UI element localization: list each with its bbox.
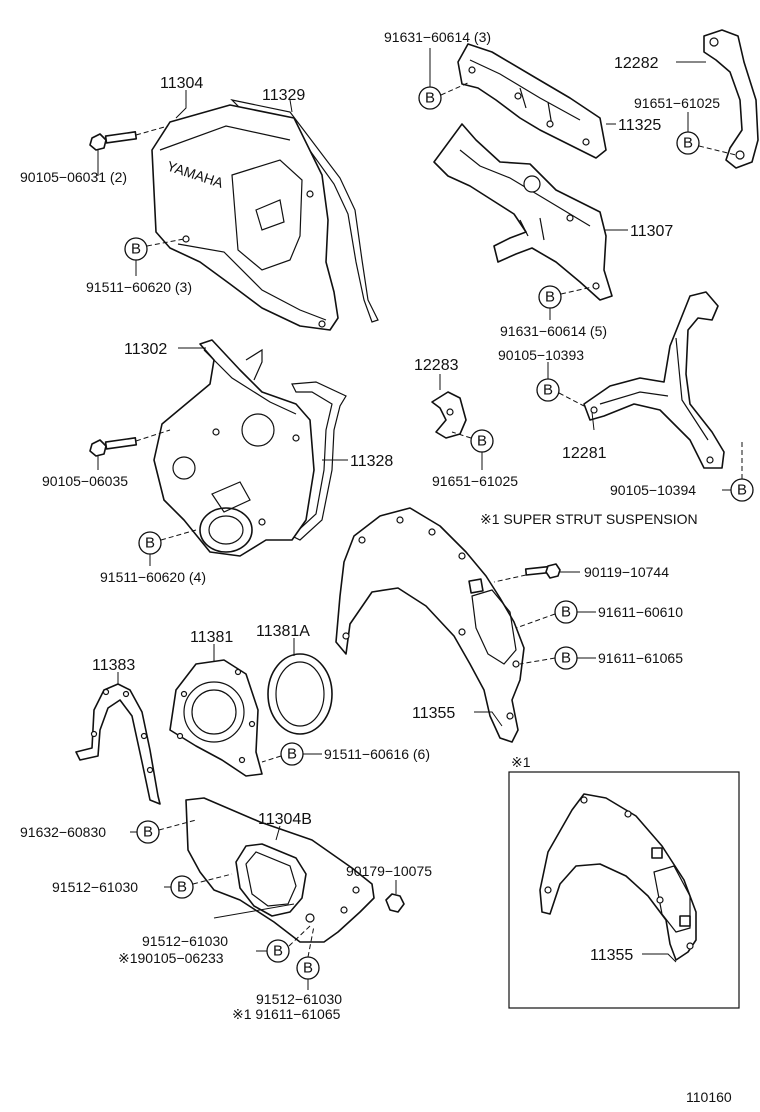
label-90105-06031: 90105−06031 (2) (20, 169, 127, 185)
inset-super-strut (508, 771, 740, 1009)
bolt-circle-91512-61030-b: B (256, 925, 311, 963)
label-91651-61025-a: 91651−61025 (634, 95, 720, 111)
label-91511-60620-3: 91511−60620 (3) (86, 279, 192, 295)
part-11355-end-plate (335, 507, 525, 743)
bolt-circle-91632-60830: B (130, 819, 197, 844)
part-12281-bracket (583, 291, 725, 469)
bolt-90105-06031 (89, 125, 169, 176)
svg-text:B: B (561, 604, 571, 621)
svg-text:B: B (561, 650, 571, 667)
label-90105-06233: ※190105−06233 (118, 950, 224, 966)
bolt-circle-91511-60620-3: B (124, 237, 185, 276)
part-11381-retainer (169, 659, 263, 777)
label-91631-60614-5: 91631−60614 (5) (500, 323, 607, 339)
label-91512-61030-a: 91512−61030 (52, 879, 138, 895)
label-91512-61030-b: 91512−61030 (142, 933, 228, 949)
bolt-circle-91511-60620-4: B (138, 529, 197, 566)
diagram-number: 110160 (686, 1089, 732, 1105)
label-inset-mark: ※1 (511, 754, 531, 770)
bolt-circle-91631-60614-3: B (418, 48, 471, 110)
svg-text:B: B (143, 824, 153, 841)
label-11307: 11307 (630, 223, 673, 240)
part-11302-lower-cover (153, 339, 315, 557)
part-11383-gasket (75, 683, 161, 805)
bolt-circle-90105-10393: B (536, 362, 585, 407)
label-11381: 11381 (190, 629, 233, 646)
label-91511-60620-4: 91511−60620 (4) (100, 569, 206, 585)
bolt-90119-10744 (493, 563, 580, 583)
bolt-circle-91611-61065-a: B (519, 646, 596, 670)
label-11302: 11302 (124, 341, 167, 358)
label-11325: 11325 (618, 117, 661, 134)
label-91611-61065-a: 91611−61065 (598, 650, 683, 666)
label-91512-61030-c: 91512−61030 (256, 991, 342, 1007)
label-90179-10075: 90179−10075 (346, 863, 432, 879)
svg-text:B: B (131, 241, 141, 258)
label-91632-60830: 91632−60830 (20, 824, 106, 840)
svg-text:B: B (545, 289, 555, 306)
bolt-circle-91651-61025-a: B (676, 112, 737, 156)
label-91511-60616: 91511−60616 (6) (324, 746, 430, 762)
svg-text:B: B (425, 90, 435, 107)
part-11381A-oil-seal (267, 653, 333, 735)
label-11355-b: 11355 (590, 947, 633, 964)
label-11329: 11329 (262, 87, 305, 104)
svg-text:B: B (477, 433, 487, 450)
label-11328: 11328 (350, 453, 393, 470)
bolt-90105-06035 (89, 429, 171, 470)
bolt-circle-91611-60610: B (515, 600, 596, 629)
label-super-strut-suspension: ※1 SUPER STRUT SUSPENSION (480, 511, 698, 527)
bolt-circle-91512-61030-a: B (164, 873, 233, 899)
label-11355-a: 11355 (412, 705, 455, 722)
svg-text:B: B (287, 746, 297, 763)
label-90105-06035: 90105−06035 (42, 473, 128, 489)
label-91631-60614-3: 91631−60614 (3) (384, 29, 491, 45)
label-91611-60610: 91611−60610 (598, 604, 683, 620)
part-11304B-lower-cover (185, 797, 375, 943)
label-11304: 11304 (160, 75, 203, 92)
label-90105-10394: 90105−10394 (610, 482, 696, 498)
label-91611-61065-b: ※1 91611−61065 (232, 1006, 341, 1022)
label-12283: 12283 (414, 357, 459, 374)
svg-text:B: B (737, 482, 747, 499)
part-11325-plate (457, 43, 607, 159)
svg-text:B: B (145, 535, 155, 552)
part-90179-10075-nut (385, 880, 405, 913)
part-11307-plate (433, 123, 613, 301)
label-11304B: 11304B (258, 811, 312, 828)
label-90119-10744: 90119−10744 (584, 564, 669, 580)
part-11328-gasket (290, 381, 347, 541)
label-12281: 12281 (562, 445, 607, 462)
part-11304-upper-cover: YAMAHA (151, 104, 339, 331)
bolt-circle-91512-61030-c: B (296, 925, 320, 990)
bolt-circle-90105-10394: B (722, 440, 754, 502)
bolt-circle-91651-61025-b: B (451, 429, 494, 470)
label-11383: 11383 (92, 657, 135, 674)
bolt-circle-91511-60616: B (261, 742, 322, 766)
bolt-circle-91631-60614-5: B (538, 285, 593, 320)
label-11381A: 11381A (256, 623, 310, 640)
label-91651-61025-b: 91651−61025 (432, 473, 518, 489)
svg-text:B: B (683, 135, 693, 152)
svg-text:B: B (273, 943, 283, 960)
label-90105-10393: 90105−10393 (498, 347, 584, 363)
part-12282-bracket (703, 29, 759, 169)
svg-text:B: B (177, 879, 187, 896)
svg-text:B: B (303, 960, 313, 977)
label-12282: 12282 (614, 55, 659, 72)
part-12283-clip (431, 391, 467, 439)
svg-text:B: B (543, 382, 553, 399)
